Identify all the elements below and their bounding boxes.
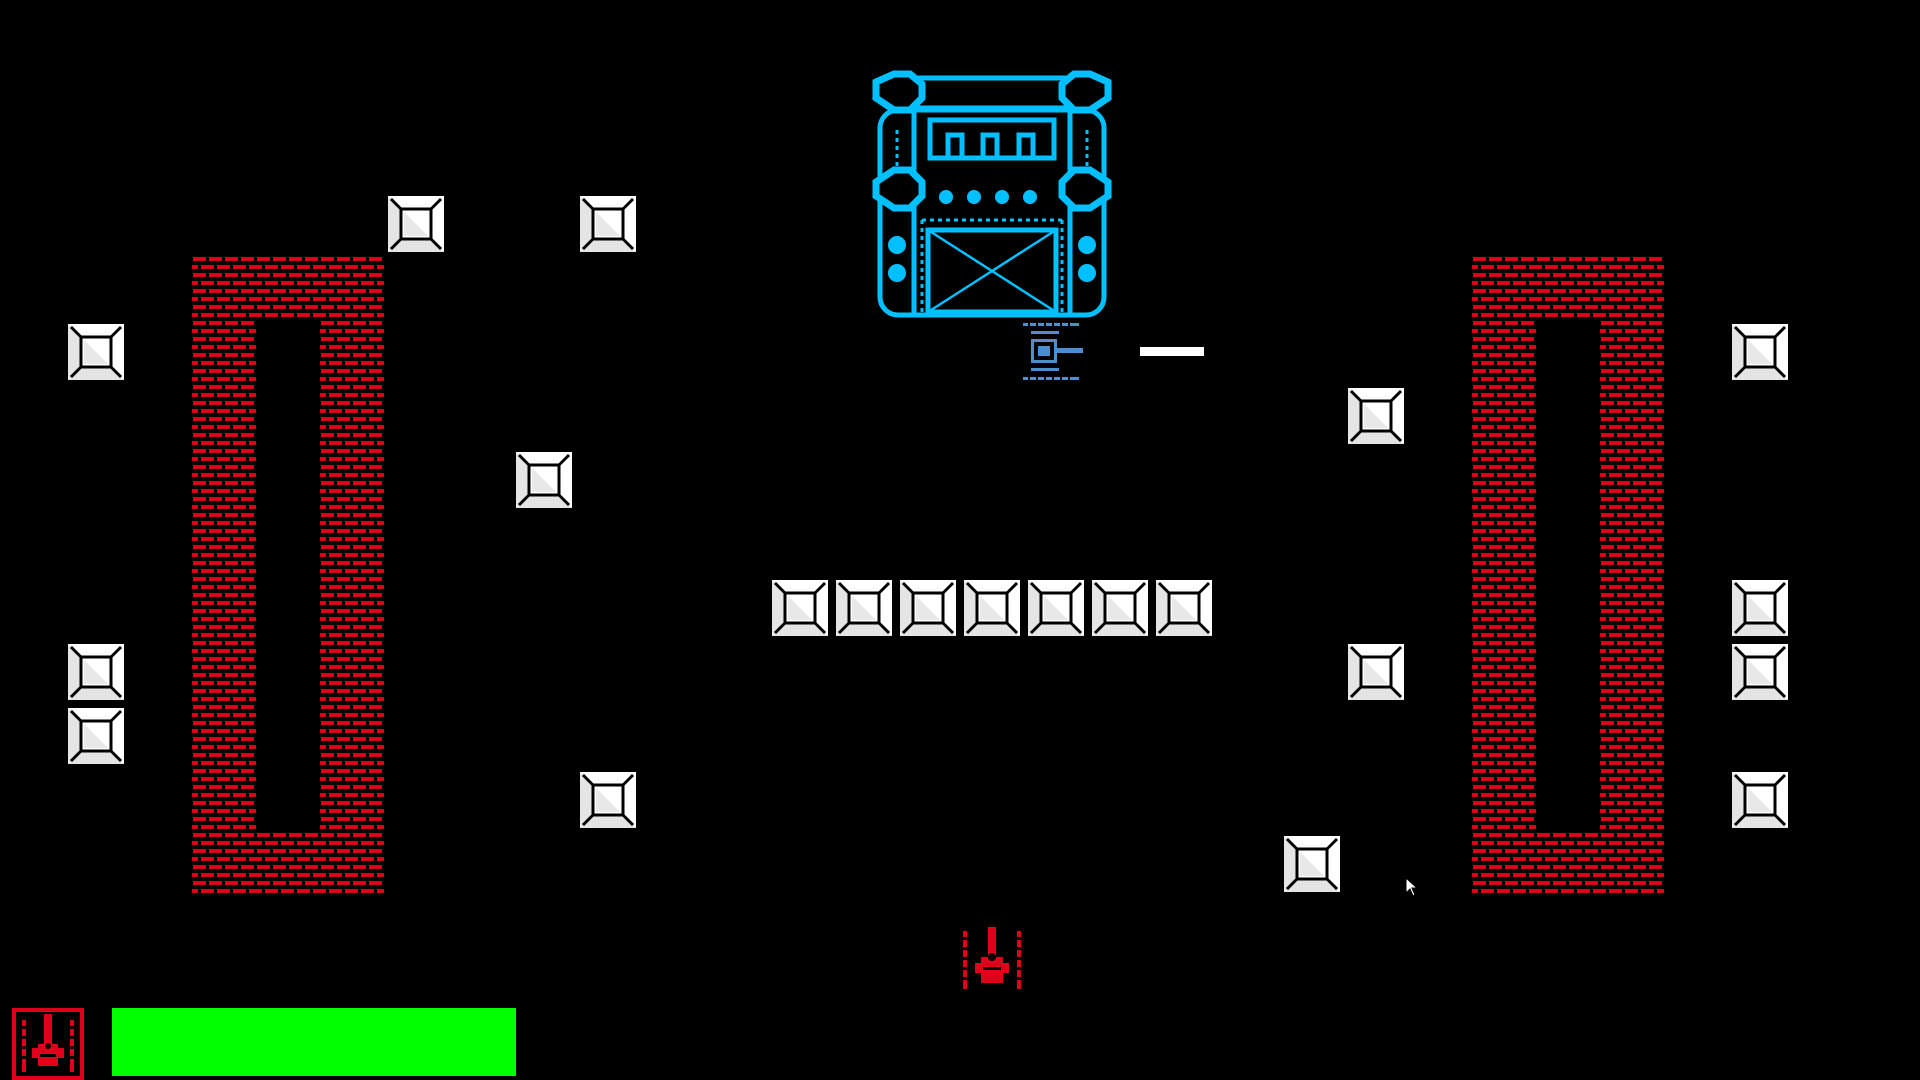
brick-wall-left xyxy=(192,256,384,896)
steel-block xyxy=(1732,580,1788,636)
steel-block xyxy=(1092,580,1148,636)
steel-block xyxy=(580,196,636,252)
mouse-cursor-icon xyxy=(1405,877,1419,897)
steel-block xyxy=(1732,644,1788,700)
steel-block xyxy=(68,644,124,700)
steel-block xyxy=(580,772,636,828)
enemy-tank[interactable] xyxy=(1023,323,1085,381)
steel-block xyxy=(900,580,956,636)
steel-block xyxy=(1028,580,1084,636)
boss-fortress[interactable] xyxy=(866,70,1118,322)
steel-block xyxy=(836,580,892,636)
player-tank[interactable] xyxy=(963,927,1021,989)
bullet xyxy=(1140,347,1204,356)
player-tank-icon xyxy=(12,1008,84,1080)
steel-block xyxy=(1284,836,1340,892)
health-bar-fill xyxy=(112,1008,516,1076)
health-bar xyxy=(112,1008,516,1076)
steel-block xyxy=(68,324,124,380)
steel-block xyxy=(964,580,1020,636)
steel-block xyxy=(1732,772,1788,828)
steel-block xyxy=(68,708,124,764)
steel-block xyxy=(772,580,828,636)
brick-wall-right xyxy=(1472,256,1664,896)
steel-block xyxy=(516,452,572,508)
steel-block xyxy=(1348,388,1404,444)
steel-block xyxy=(1732,324,1788,380)
steel-block xyxy=(1156,580,1212,636)
steel-block xyxy=(1348,644,1404,700)
steel-block xyxy=(388,196,444,252)
